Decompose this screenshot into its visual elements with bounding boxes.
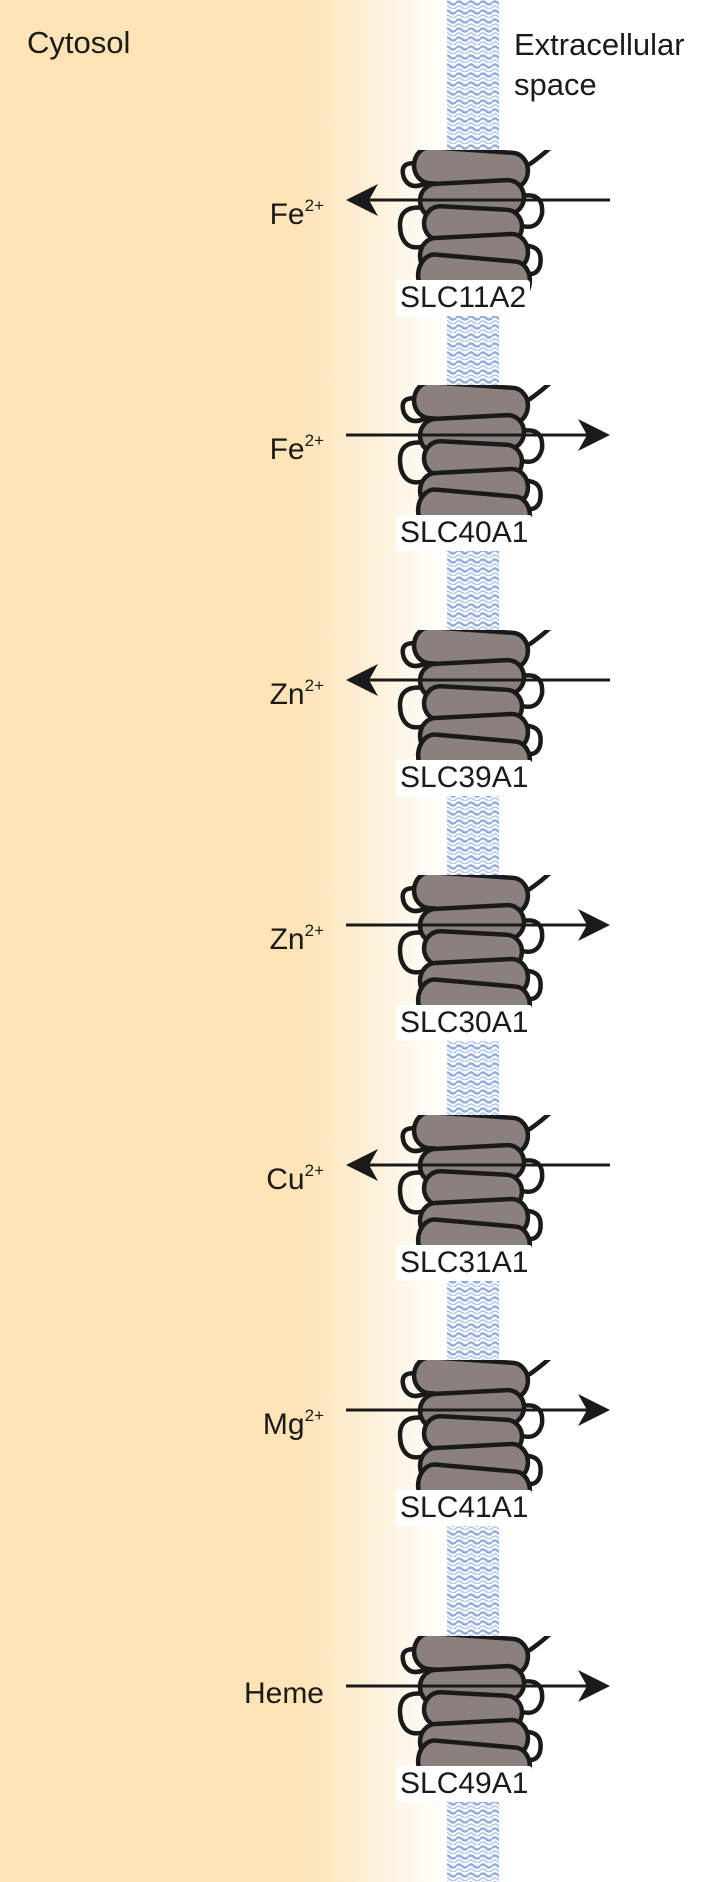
ion-symbol: Heme (243, 1677, 324, 1710)
transport-arrow (346, 909, 610, 941)
ion-charge: 2+ (304, 921, 324, 940)
protein-loop (400, 1371, 427, 1399)
ion-label: Zn2+ (270, 670, 324, 713)
transporter-graphic (346, 875, 610, 1034)
extracellular-label-line1: Extracellular (514, 27, 685, 62)
protein-loop (527, 1115, 552, 1132)
protein-loop (519, 673, 545, 709)
transport-arrow (346, 1394, 610, 1426)
protein-loop (527, 875, 552, 892)
protein-loop (397, 205, 432, 250)
ion-charge: 2+ (304, 1406, 324, 1425)
ion-label: Fe2+ (270, 190, 324, 233)
cytosol-label: Cytosol (27, 25, 131, 60)
transporter-slc31a1: Cu2+ SLC31A1 (0, 1115, 709, 1335)
ion-symbol: Zn (269, 678, 305, 711)
ion-symbol: Cu (266, 1163, 305, 1196)
extracellular-label-line2: space (514, 67, 597, 102)
protein-loop (397, 1691, 432, 1736)
protein-loop (400, 1647, 427, 1675)
protein-loop (527, 630, 552, 647)
protein-loop (527, 150, 552, 167)
transporter-protein (397, 875, 552, 1034)
protein-loop (400, 161, 427, 189)
arrow-head (578, 419, 610, 451)
protein-loop (519, 1158, 545, 1194)
protein-loop (397, 930, 432, 975)
arrow-head (346, 184, 378, 216)
transporter-graphic (346, 1115, 610, 1274)
ion-symbol: Zn (269, 923, 305, 956)
protein-loop (400, 396, 427, 424)
protein-loop (397, 440, 432, 485)
ion-charge: 2+ (304, 196, 324, 215)
transporter-graphic (346, 150, 610, 309)
protein-loop (400, 886, 427, 914)
transport-arrow (346, 184, 610, 216)
ion-charge: 2+ (304, 676, 324, 695)
protein-loop (527, 1636, 552, 1653)
transporter-protein (397, 1636, 552, 1795)
arrow-head (578, 1394, 610, 1426)
transporter-slc40a1: Fe2+ SLC40A1 (0, 385, 709, 605)
gene-label: SLC41A1 (396, 1490, 533, 1526)
protein-loop (519, 428, 545, 464)
gene-label: SLC39A1 (396, 760, 533, 796)
transporter-slc39a1: Zn2+ SLC39A1 (0, 630, 709, 850)
ion-label: Zn2+ (270, 915, 324, 958)
transporter-slc11a2: Fe2+ SLC11A2 (0, 150, 709, 370)
ion-label: Heme (244, 1676, 324, 1712)
arrow-head (346, 664, 378, 696)
protein-loop (397, 1170, 432, 1215)
protein-loop (397, 1415, 432, 1460)
ion-charge: 2+ (304, 431, 324, 450)
gene-label: SLC31A1 (396, 1245, 533, 1281)
protein-loop (519, 918, 545, 954)
gene-label: SLC30A1 (396, 1005, 533, 1041)
protein-loop (519, 1403, 545, 1439)
arrow-head (346, 1149, 378, 1181)
transporter-slc30a1: Zn2+ SLC30A1 (0, 875, 709, 1095)
gene-label: SLC40A1 (396, 515, 533, 551)
cytosol-region (0, 0, 300, 1882)
transport-arrow (346, 664, 610, 696)
transporter-graphic (346, 1636, 610, 1795)
gene-label: SLC11A2 (396, 280, 531, 316)
protein-loop (527, 385, 552, 402)
transporter-graphic (346, 1360, 610, 1519)
protein-loop (527, 1360, 552, 1377)
protein-loop (400, 1126, 427, 1154)
arrow-head (578, 909, 610, 941)
ion-label: Cu2+ (266, 1155, 324, 1198)
gene-label: SLC49A1 (396, 1766, 533, 1802)
ion-label: Fe2+ (270, 425, 324, 468)
transport-arrow (346, 419, 610, 451)
transporter-graphic (346, 385, 610, 544)
transport-arrow (346, 1149, 610, 1181)
transporter-protein (397, 1360, 552, 1519)
transport-arrow (346, 1670, 610, 1702)
protein-loop (519, 1679, 545, 1715)
ion-symbol: Fe (269, 433, 305, 466)
transporter-slc41a1: Mg2+ SLC41A1 (0, 1360, 709, 1580)
protein-loop (397, 685, 432, 730)
ion-charge: 2+ (304, 1161, 324, 1180)
protein-loop (400, 641, 427, 669)
protein-loop (519, 193, 545, 229)
ion-symbol: Fe (269, 198, 305, 231)
transporter-graphic (346, 630, 610, 789)
ion-symbol: Mg (262, 1408, 305, 1441)
arrow-head (578, 1670, 610, 1702)
ion-label: Mg2+ (263, 1400, 324, 1443)
